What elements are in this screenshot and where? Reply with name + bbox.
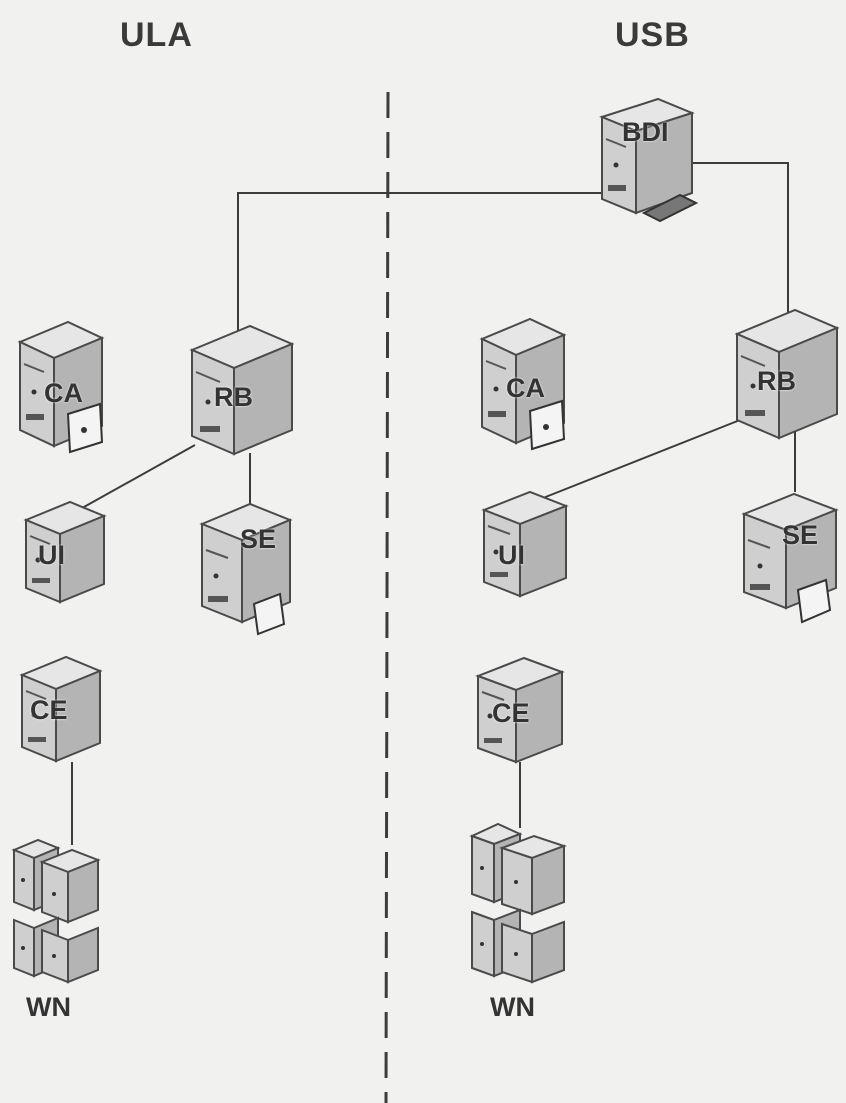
link-bdi-ula-rb: [238, 193, 605, 335]
ula-ce-server: CE: [20, 655, 104, 765]
server-icon: [742, 490, 842, 625]
ula-ca-server: CA: [16, 318, 110, 453]
ula-rb-label: RB: [214, 382, 253, 413]
ula-ui-label: UI: [38, 540, 65, 571]
usb-ce-server: CE: [476, 656, 566, 766]
site-divider: [386, 92, 388, 1103]
server-icon: [596, 95, 700, 225]
usb-rb-server: RB: [733, 306, 841, 441]
usb-ce-label: CE: [492, 698, 530, 729]
site-title-usb: USB: [615, 16, 690, 55]
server-icon: [200, 500, 296, 635]
usb-se-label: SE: [782, 520, 818, 551]
server-cluster-icon: [12, 836, 104, 984]
ula-ui-server: UI: [24, 500, 108, 605]
link-bdi-usb-rb: [690, 163, 788, 315]
usb-se-server: SE: [742, 490, 842, 625]
server-icon: [24, 500, 108, 605]
connections: [72, 163, 795, 845]
bdi-label: BDI: [622, 117, 669, 148]
server-cluster-icon: [470, 820, 570, 985]
ula-wn-cluster: [12, 836, 104, 984]
ula-rb-server: RB: [188, 322, 296, 457]
ula-ca-label: CA: [44, 378, 83, 409]
ula-se-label: SE: [240, 524, 276, 555]
usb-rb-label: RB: [757, 366, 796, 397]
bdi-server: BDI: [596, 95, 700, 225]
ula-wn-label: WN: [26, 992, 71, 1023]
server-icon: [482, 490, 570, 600]
usb-ca-label: CA: [506, 373, 545, 404]
usb-ui-server: UI: [482, 490, 570, 600]
usb-wn-label: WN: [490, 992, 535, 1023]
usb-wn-cluster: [470, 820, 570, 985]
ula-se-server: SE: [200, 500, 296, 635]
site-title-ula: ULA: [120, 16, 193, 55]
usb-ui-label: UI: [498, 540, 525, 571]
usb-ca-server: CA: [478, 315, 572, 450]
ula-ce-label: CE: [30, 695, 68, 726]
